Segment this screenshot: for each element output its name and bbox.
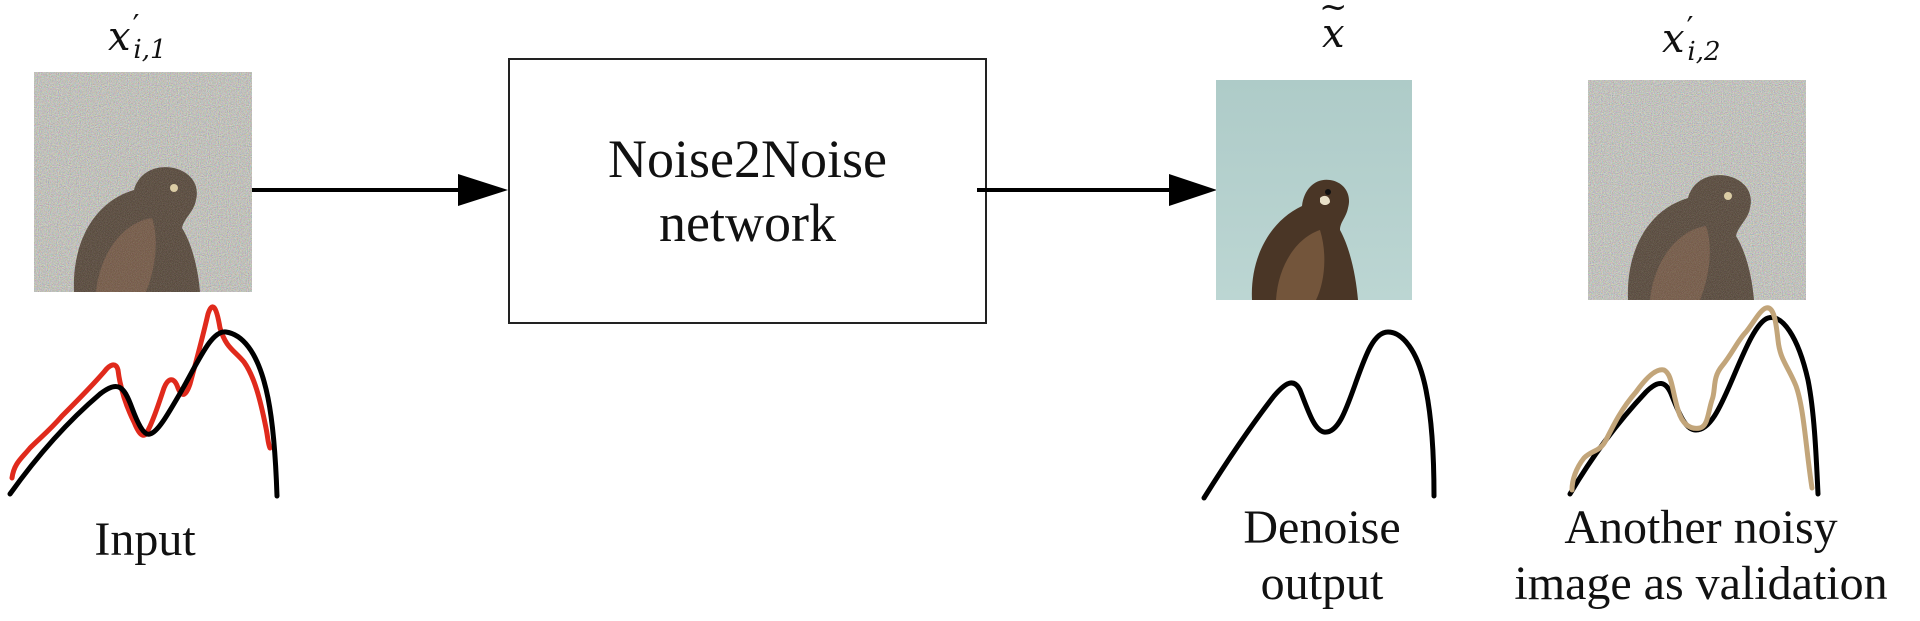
- validation-signal-plot: [1560, 300, 1840, 500]
- output-symbol-tilde: ~: [1319, 0, 1348, 27]
- network-label-line1: Noise2Noise: [608, 129, 887, 189]
- output-caption: Denoise output: [1200, 500, 1444, 612]
- input-signal-plot: [0, 298, 290, 504]
- input-noisy-image: [34, 72, 252, 292]
- validation-caption-line2: image as validation: [1514, 557, 1888, 610]
- validation-symbol-base: x: [1662, 16, 1685, 62]
- validation-noisy-image: [1588, 80, 1806, 300]
- output-caption-line2: output: [1260, 557, 1384, 610]
- validation-caption: Another noisy image as validation: [1506, 500, 1896, 612]
- input-symbol-sub: i,1: [133, 35, 167, 65]
- output-signal-plot: [1196, 320, 1446, 506]
- network-box: Noise2Noise network: [508, 58, 987, 324]
- output-caption-line1: Denoise: [1243, 501, 1401, 554]
- input-symbol: x′i,1: [108, 9, 167, 65]
- network-label-line2: network: [659, 193, 836, 253]
- output-clean-curve: [1201, 329, 1437, 501]
- input-symbol-prime: ′: [132, 9, 140, 44]
- validation-caption-line1: Another noisy: [1564, 501, 1838, 554]
- output-symbol: ~x: [1319, 0, 1348, 57]
- validation-symbol: x′i,2: [1662, 11, 1721, 67]
- output-symbol-wrap: ~x: [1319, 0, 1348, 57]
- input-noisy-curve: [9, 304, 273, 481]
- validation-symbol-prime: ′: [1686, 11, 1694, 46]
- input-symbol-base: x: [108, 14, 131, 60]
- output-symbol-base: x: [1322, 11, 1345, 57]
- validation-noisy-curve: [1569, 305, 1815, 493]
- output-denoised-image: [1216, 80, 1412, 300]
- arrow-input-to-network: [252, 170, 510, 210]
- arrow-network-to-output: [977, 170, 1219, 210]
- validation-symbol-sub: i,2: [1687, 37, 1721, 67]
- validation-clean-curve: [1567, 315, 1821, 497]
- input-caption: Input: [94, 513, 196, 566]
- input-clean-curve: [7, 329, 280, 499]
